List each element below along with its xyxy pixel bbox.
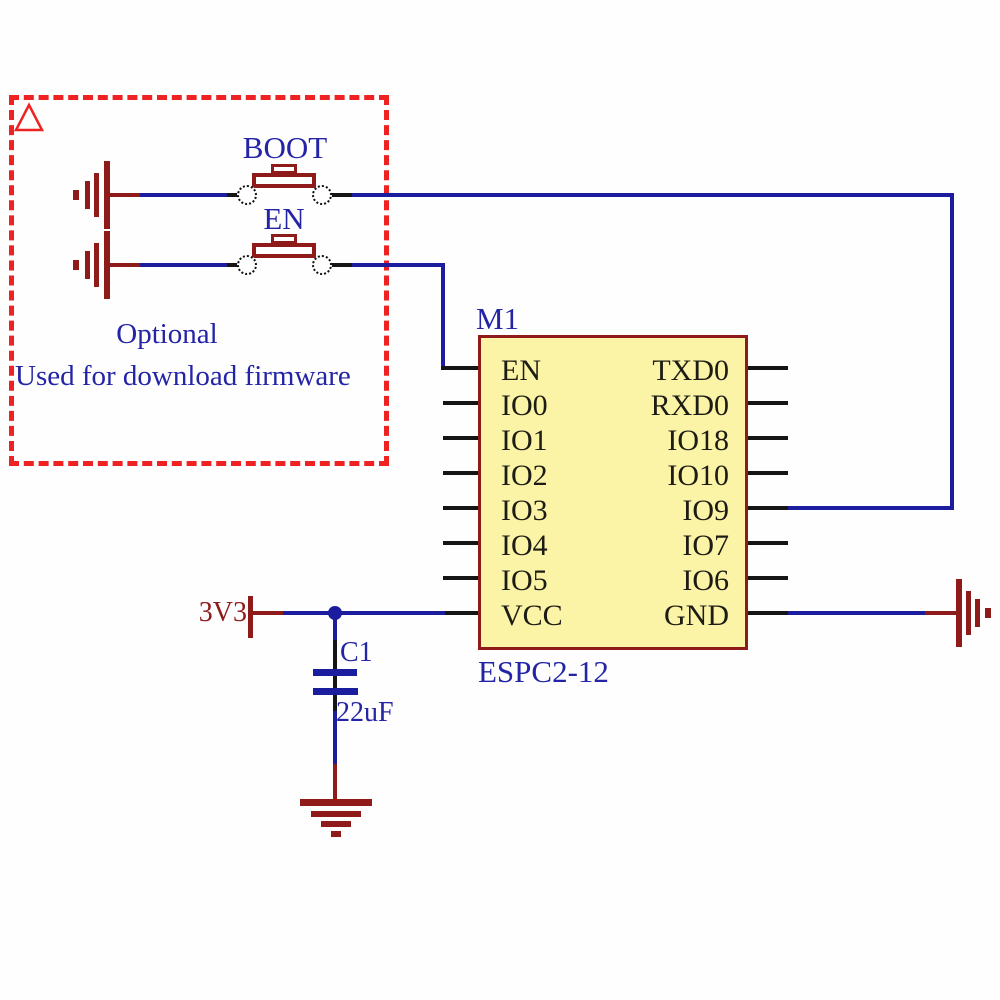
pin-label: IO9 xyxy=(682,494,729,527)
switch-actuator xyxy=(271,234,297,244)
pin-label: IO4 xyxy=(501,529,548,562)
module-part-number: ESPC2-12 xyxy=(478,654,609,689)
pin-label: TXD0 xyxy=(652,354,729,387)
switch-terminal xyxy=(312,255,332,275)
switch-terminal xyxy=(237,185,257,205)
pin-label: IO6 xyxy=(682,564,729,597)
usage-note-label: Used for download firmware xyxy=(15,360,351,392)
en-switch-label: EN xyxy=(263,201,305,236)
module-designator: M1 xyxy=(476,301,520,336)
pin-label: IO7 xyxy=(682,529,729,562)
switch-terminal xyxy=(237,255,257,275)
pin-label: IO10 xyxy=(667,459,729,492)
capacitor-value: 22uF xyxy=(336,697,394,728)
pin-label: IO5 xyxy=(501,564,548,597)
pin-label: IO18 xyxy=(667,424,729,457)
optional-note-box xyxy=(9,95,389,466)
pin-label: VCC xyxy=(501,599,563,632)
pin-label: RXD0 xyxy=(650,389,729,422)
pin-label: IO0 xyxy=(501,389,548,422)
switch-terminal xyxy=(312,185,332,205)
pin-label: IO3 xyxy=(501,494,548,527)
module-body: EN IO0 IO1 IO2 IO3 IO4 IO5 VCC TXD0 RXD0… xyxy=(478,335,748,650)
pin-label: IO1 xyxy=(501,424,548,457)
switch-body xyxy=(252,243,316,258)
switch-body xyxy=(252,173,316,188)
capacitor-designator: C1 xyxy=(340,637,373,668)
pin-label: EN xyxy=(501,354,541,387)
power-net-label: 3V3 xyxy=(198,597,247,628)
switch-actuator xyxy=(271,164,297,174)
pin-label: GND xyxy=(664,599,729,632)
revision-triangle-icon xyxy=(13,102,45,132)
optional-note-label: Optional xyxy=(116,318,218,350)
pin-label: IO2 xyxy=(501,459,548,492)
boot-switch-label: BOOT xyxy=(242,130,328,165)
